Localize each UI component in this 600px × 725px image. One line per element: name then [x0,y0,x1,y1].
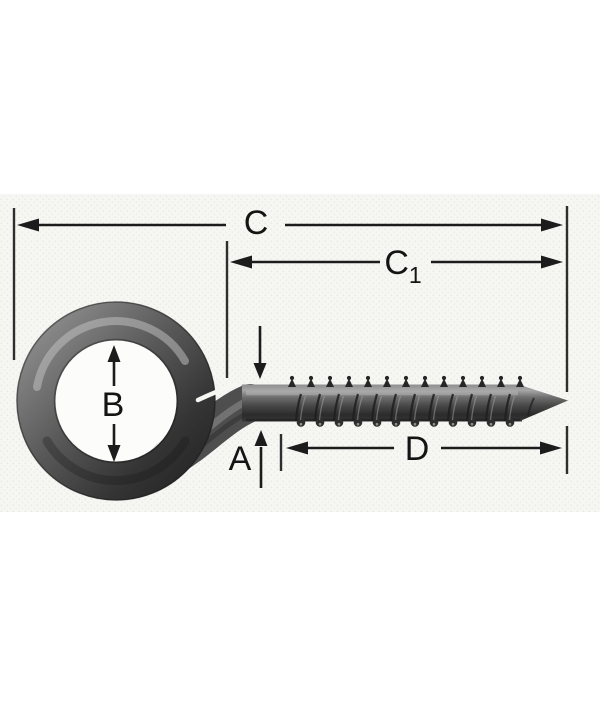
dimension-c1-subscript: 1 [409,262,422,288]
arrowhead-right-icon [541,255,563,269]
arrowhead-down-icon [107,445,121,462]
dimension-c1-base: C [384,244,409,282]
dimension-c1-label: C1 [384,244,421,288]
arrowhead-up-icon [254,430,268,446]
screw-tip [520,385,568,421]
dimension-d-label: D [405,430,430,468]
dimension-shank-length: C1 [230,244,563,288]
arrowhead-left-icon [230,255,252,269]
arrowhead-left-icon [17,218,39,232]
eye-hole [55,340,177,462]
arrowhead-down-icon [253,363,267,379]
dimension-overall-length: C [17,204,563,242]
dimension-b-label: B [102,386,125,424]
dimension-thread-length: D [286,430,562,468]
dimension-eye-inner-diameter: B [102,345,125,462]
arrowhead-right-icon [541,218,563,232]
dimension-shank-diameter: A [229,326,268,488]
arrowhead-right-icon [540,441,562,455]
dimension-a-label: A [229,440,252,478]
eye-ring [16,301,216,501]
shank [242,384,522,422]
arrowhead-up-icon [107,345,121,362]
screw-eye-part [16,301,568,501]
arrowhead-left-icon [286,441,308,455]
wire-seam-gap [195,382,237,403]
dimension-c-label: C [244,204,269,242]
